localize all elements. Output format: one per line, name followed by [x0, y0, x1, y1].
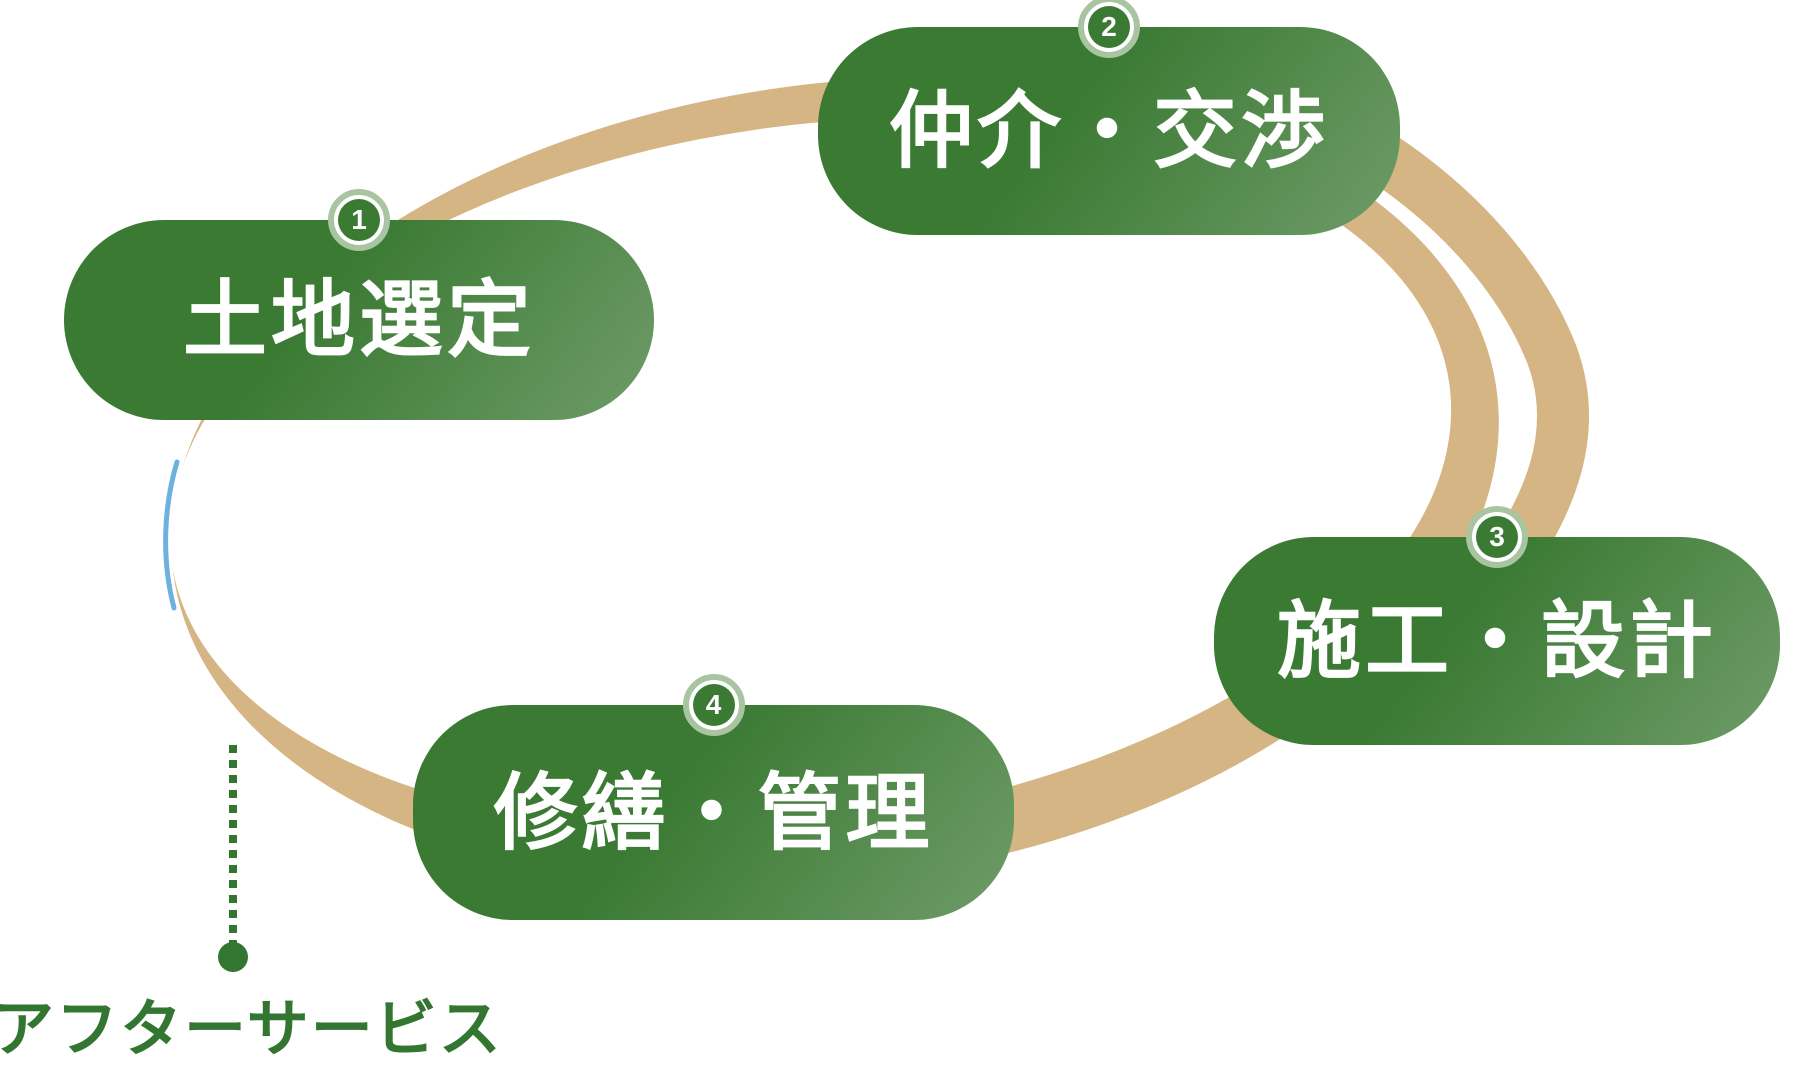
- step-label: 仲介・交渉: [888, 84, 1329, 178]
- step-number: 4: [692, 684, 735, 726]
- step-box-construction-design: 3 施工・設計: [1214, 506, 1780, 745]
- after-service-label: アフターサービス: [0, 995, 503, 1064]
- after-service-dotted-connector: [229, 745, 237, 945]
- step-label: 修繕・管理: [493, 765, 934, 860]
- step-box-mediation-negotiation: 2 仲介・交渉: [818, 0, 1400, 235]
- step-number: 1: [338, 199, 380, 241]
- blue-accent-stroke: [163, 459, 180, 611]
- step-box-repair-management: 4 修繕・管理: [413, 674, 1014, 920]
- after-service-dot: [218, 942, 248, 972]
- step-number-badge: 2: [1078, 0, 1140, 58]
- step-number-badge: 3: [1466, 506, 1528, 568]
- step-number-badge: 1: [328, 189, 390, 251]
- step-label: 施工・設計: [1276, 594, 1717, 688]
- step-number-badge: 4: [682, 674, 745, 736]
- step-number: 2: [1088, 6, 1130, 48]
- step-label: 土地選定: [182, 273, 535, 367]
- step-number: 3: [1476, 516, 1518, 558]
- step-box-land-selection: 1 土地選定: [64, 189, 654, 420]
